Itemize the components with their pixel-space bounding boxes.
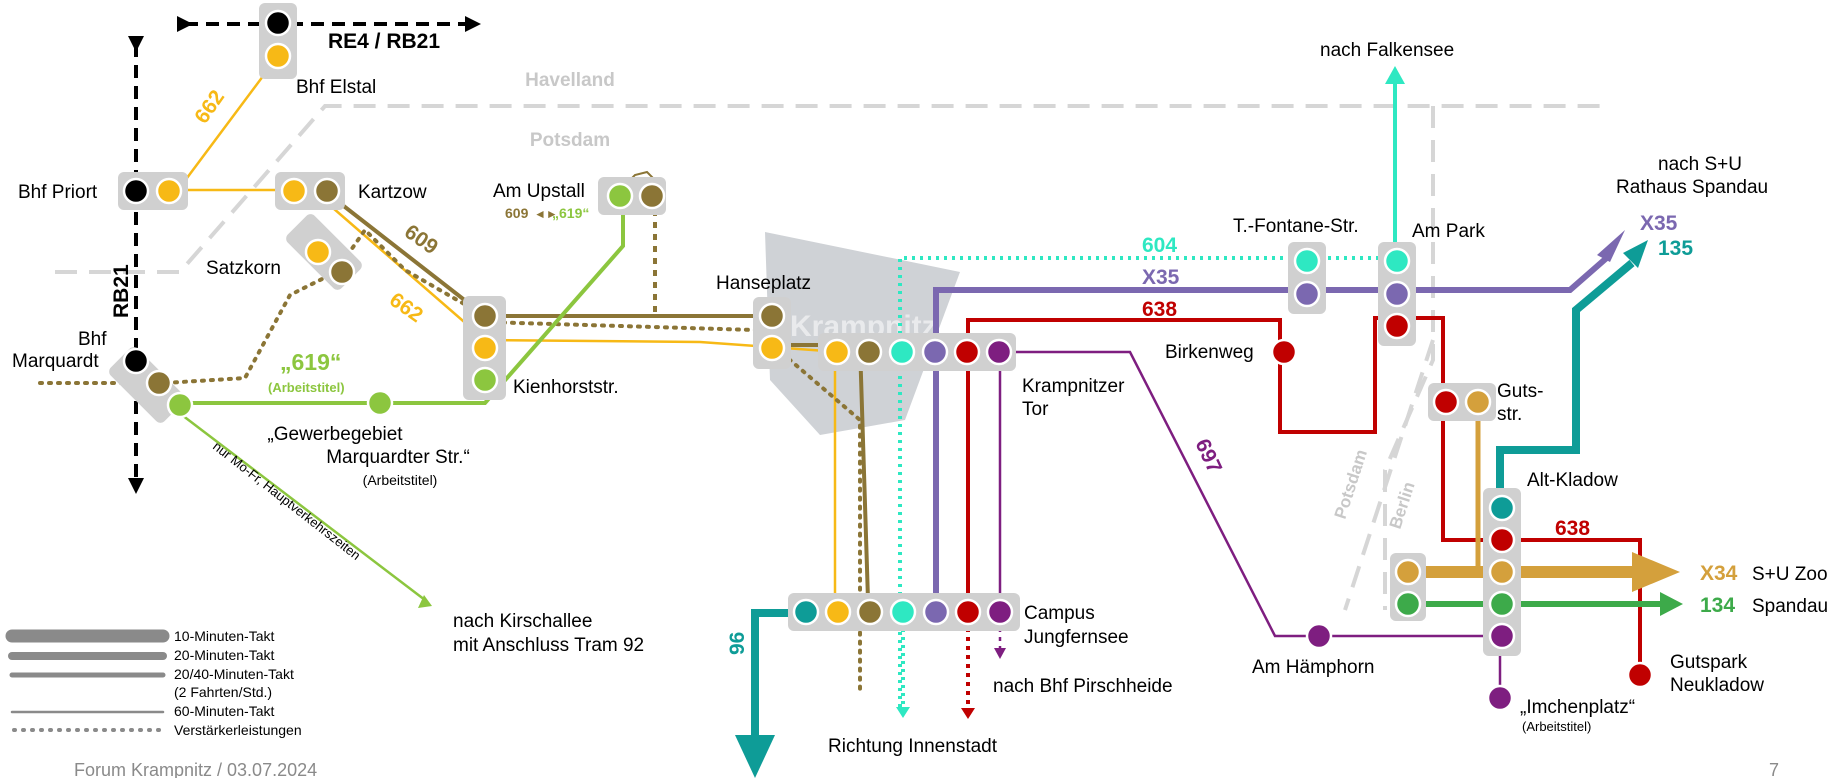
dest-134: Spandau <box>1752 596 1828 617</box>
stop-kienhorststr: Kienhorststr. <box>513 377 619 398</box>
stop-am-park: Am Park <box>1412 221 1485 242</box>
region-berlin-side: Berlin <box>1386 480 1419 532</box>
dest-rathaus-2: Rathaus Spandau <box>1616 177 1768 198</box>
stop-am-haemphorn: Am Hämphorn <box>1252 657 1375 678</box>
legend <box>5 629 170 732</box>
stop-marquardt-1: Bhf <box>78 329 107 350</box>
rail-label-vertical: RB21 <box>110 264 133 318</box>
stop-guts-1: Guts- <box>1497 381 1543 402</box>
stop-bhf-priort: Bhf Priort <box>18 182 98 203</box>
stop-campus-1: Campus <box>1024 603 1095 624</box>
stop-krampnitzer-tor-2: Tor <box>1022 399 1049 420</box>
rail-label-horizontal: RE4 / RB21 <box>328 30 440 53</box>
stop-kartzow: Kartzow <box>358 182 427 203</box>
label-697: 697 <box>1190 435 1226 476</box>
stop-gutspark-1: Gutspark <box>1670 652 1748 673</box>
stop-marquardt-2: Marquardt <box>12 351 99 372</box>
label-619-sub: (Arbeitstitel) <box>268 380 345 395</box>
rail-lines <box>128 16 481 494</box>
stop-satzkorn: Satzkorn <box>206 258 281 279</box>
stop-gewerbe-1: „Gewerbegebiet <box>267 424 403 445</box>
line-697 <box>994 350 1502 695</box>
stop-krampnitzer-tor-1: Krampnitzer <box>1022 376 1125 397</box>
dest-pirschheide: nach Bhf Pirschheide <box>993 676 1173 697</box>
legend-2040min-sub: (2 Fahrten/Std.) <box>174 684 272 700</box>
legend-60min: 60-Minuten-Takt <box>174 703 274 719</box>
stop-dots <box>122 9 1654 712</box>
label-x35-end: X35 <box>1640 212 1678 235</box>
legend-10min: 10-Minuten-Takt <box>174 628 274 644</box>
stop-upstall-note-b: „619“ <box>552 205 589 221</box>
dest-innenstadt: Richtung Innenstadt <box>828 736 998 757</box>
region-havelland: Havelland <box>525 70 615 91</box>
stop-guts-2: str. <box>1497 404 1522 425</box>
dest-rathaus-1: nach S+U <box>1658 154 1742 175</box>
label-x35: X35 <box>1142 266 1180 289</box>
label-638-kladow: 638 <box>1555 517 1590 540</box>
label-134: 134 <box>1700 594 1735 617</box>
legend-20min: 20-Minuten-Takt <box>174 647 274 663</box>
dest-kirschallee-2: mit Anschluss Tram 92 <box>453 635 644 656</box>
stop-gewerbe-3: (Arbeitstitel) <box>363 472 438 488</box>
dest-kirschallee-1: nach Kirschallee <box>453 611 592 632</box>
stop-gewerbe-2: Marquardter Str.“ <box>326 447 470 468</box>
region-potsdam: Potsdam <box>530 130 610 151</box>
dest-x34: S+U Zoo <box>1752 564 1828 585</box>
stop-hanseplatz: Hanseplatz <box>716 273 811 294</box>
line-662 <box>175 55 841 598</box>
line-619 <box>177 198 625 608</box>
stop-gutspark-2: Neukladow <box>1670 675 1764 696</box>
label-619: „619“ <box>280 349 341 375</box>
line-x34-134 <box>1410 400 1683 616</box>
label-638: 638 <box>1142 298 1177 321</box>
stop-fontane: T.-Fontane-Str. <box>1233 216 1359 237</box>
stop-birkenweg: Birkenweg <box>1165 342 1254 363</box>
line-x35 <box>933 230 1625 605</box>
label-x34: X34 <box>1700 562 1738 585</box>
footer-source: Forum Krampnitz / 03.07.2024 <box>74 760 317 778</box>
dest-falkensee: nach Falkensee <box>1320 40 1454 61</box>
district-borders <box>55 104 1610 611</box>
label-662-mid: 662 <box>385 288 427 327</box>
stop-imchenplatz-2: (Arbeitstitel) <box>1522 719 1591 734</box>
stop-alt-kladow: Alt-Kladow <box>1527 470 1618 491</box>
label-96: 96 <box>726 632 749 655</box>
stop-imchenplatz-1: „Imchenplatz“ <box>1520 697 1635 718</box>
label-604: 604 <box>1142 234 1177 257</box>
stop-am-upstall: Am Upstall <box>493 181 585 202</box>
region-potsdam-side: Potsdam <box>1331 447 1371 521</box>
legend-verstaerker: Verstärkerleistungen <box>174 722 302 738</box>
legend-2040min: 20/40-Minuten-Takt <box>174 666 294 682</box>
footer-page-number: 7 <box>1769 760 1779 778</box>
stop-upstall-note-a: 609 <box>505 205 529 221</box>
stop-upstall-arrow: ◄► <box>534 207 558 221</box>
stop-campus-2: Jungfernsee <box>1024 627 1129 648</box>
label-662-top: 662 <box>190 86 229 128</box>
stop-bhf-elstal: Bhf Elstal <box>296 77 376 98</box>
label-135: 135 <box>1658 237 1693 260</box>
